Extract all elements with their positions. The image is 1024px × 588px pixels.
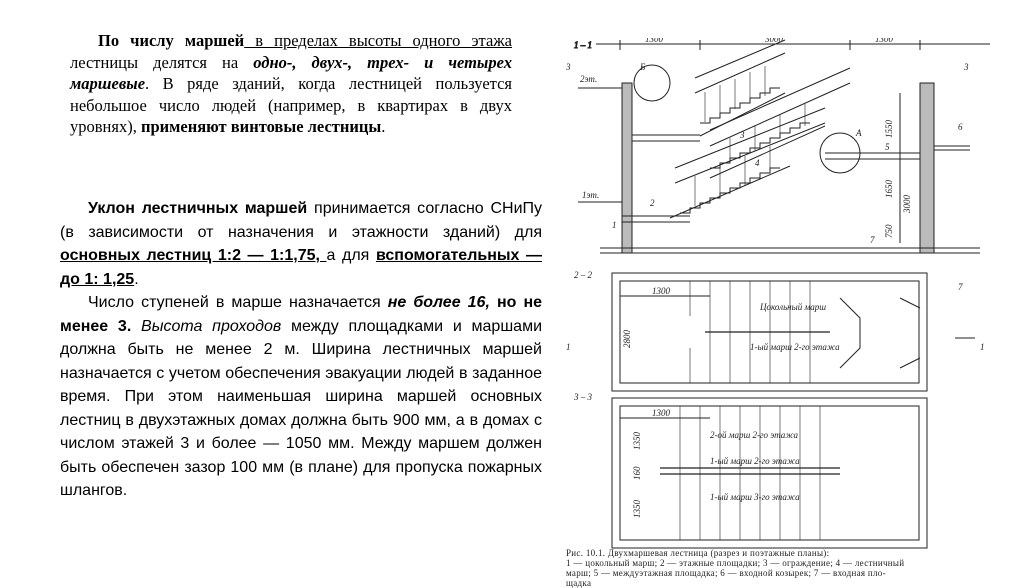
plan3-note-3: 1-ый марш 3-го этажа: [710, 492, 800, 502]
min-steps: но не менее 3.: [60, 294, 542, 335]
figure-caption: Рис. 10.1. Двухмаршевая лестница (разрез…: [566, 548, 1018, 588]
caption-line-2: 1 — цокольный марш; 2 — этажные площадки…: [566, 558, 905, 568]
dim-plan2-1: 1300: [652, 286, 671, 296]
callout-6: 6: [958, 122, 963, 132]
dim-plan3-1: 1300: [652, 408, 671, 418]
dim-section-4: 750: [884, 224, 894, 238]
passage-height-term: Высота проходов: [131, 317, 282, 335]
section-label-3: 3 – 3: [573, 392, 593, 402]
callout-A: А: [855, 128, 862, 138]
dim-section-1: 1550: [884, 120, 894, 139]
caption-line-1: Рис. 10.1. Двухмаршевая лестница (разрез…: [566, 548, 830, 558]
auxiliary-stairs-slope: вспомогательных — до 1: 1,25: [60, 247, 543, 288]
dim-plan3-3: 160: [632, 466, 642, 480]
max-steps: не более 16,: [387, 294, 490, 311]
floor-label-1: 1эт.: [582, 190, 599, 200]
caption-line-4: щадка: [566, 578, 592, 588]
staircase-drawing: 1 – 1 1300 3000 1300 2эт. 1эт.: [565, 38, 990, 549]
plan3-note-2: 1-ый марш 2-го этажа: [710, 456, 800, 466]
dim-section-3: 3000: [902, 195, 912, 215]
callout-1: 1: [612, 220, 617, 230]
cut-mark-1a: 1: [566, 342, 571, 352]
callout-4: 4: [755, 158, 760, 168]
dim-top-3: 1300: [875, 38, 894, 44]
plan2-note-2: 1-ый марш 2-го этажа: [750, 342, 840, 352]
steps-text: Число ступеней в марше назначается не бо…: [60, 294, 543, 499]
plan3-note-1: 2-ой марш 2-го этажа: [710, 430, 799, 440]
cut-mark-1b: 1: [980, 342, 985, 352]
plan2-note-1: Цокольный марш: [759, 302, 826, 312]
slope-term: Уклон лестничных маршей: [88, 200, 308, 217]
callout-7b: 7: [958, 282, 963, 292]
callout-B: Б: [639, 62, 646, 72]
paragraph-slope: Уклон лестничных маршей принимается согл…: [60, 197, 542, 503]
section-label-1: 1 – 1: [574, 40, 592, 50]
spiral-stairs-term: применяют винтовые лестницы: [140, 117, 382, 136]
slope-text: Уклон лестничных маршей принимается согл…: [60, 200, 543, 288]
cut-mark-3a: 3: [565, 62, 571, 72]
dim-plan3-2: 1350: [632, 432, 642, 451]
callout-5: 5: [885, 142, 890, 152]
flight-count-term: По числу маршей: [98, 31, 245, 50]
dim-section-2: 1650: [884, 180, 894, 199]
main-stairs-slope: основных лестниц 1:2 — 1:1,75,: [60, 247, 327, 264]
caption-line-3: марш; 5 — междуэтажная площадка; 6 — вхо…: [566, 568, 886, 578]
cut-mark-3b: 3: [963, 62, 969, 72]
section-label-2: 2 – 2: [574, 270, 593, 280]
callout-3: 3: [739, 130, 745, 140]
dim-top-1: 1300: [645, 38, 664, 44]
callout-2: 2: [650, 198, 655, 208]
floor-label-2: 2эт.: [580, 74, 597, 84]
floor-height-phrase: в пределах высоты одного этажа: [244, 31, 512, 50]
flight-types: одно-, двух-, трех- и четырех маршевые: [70, 52, 512, 94]
dim-plan3-4: 1350: [632, 500, 642, 519]
callout-7: 7: [870, 235, 875, 245]
dim-plan2-2: 2800: [622, 330, 632, 349]
dim-top-2: 3000: [764, 38, 784, 44]
paragraph-flight-count: По числу маршей в пределах высоты одного…: [70, 31, 512, 136]
